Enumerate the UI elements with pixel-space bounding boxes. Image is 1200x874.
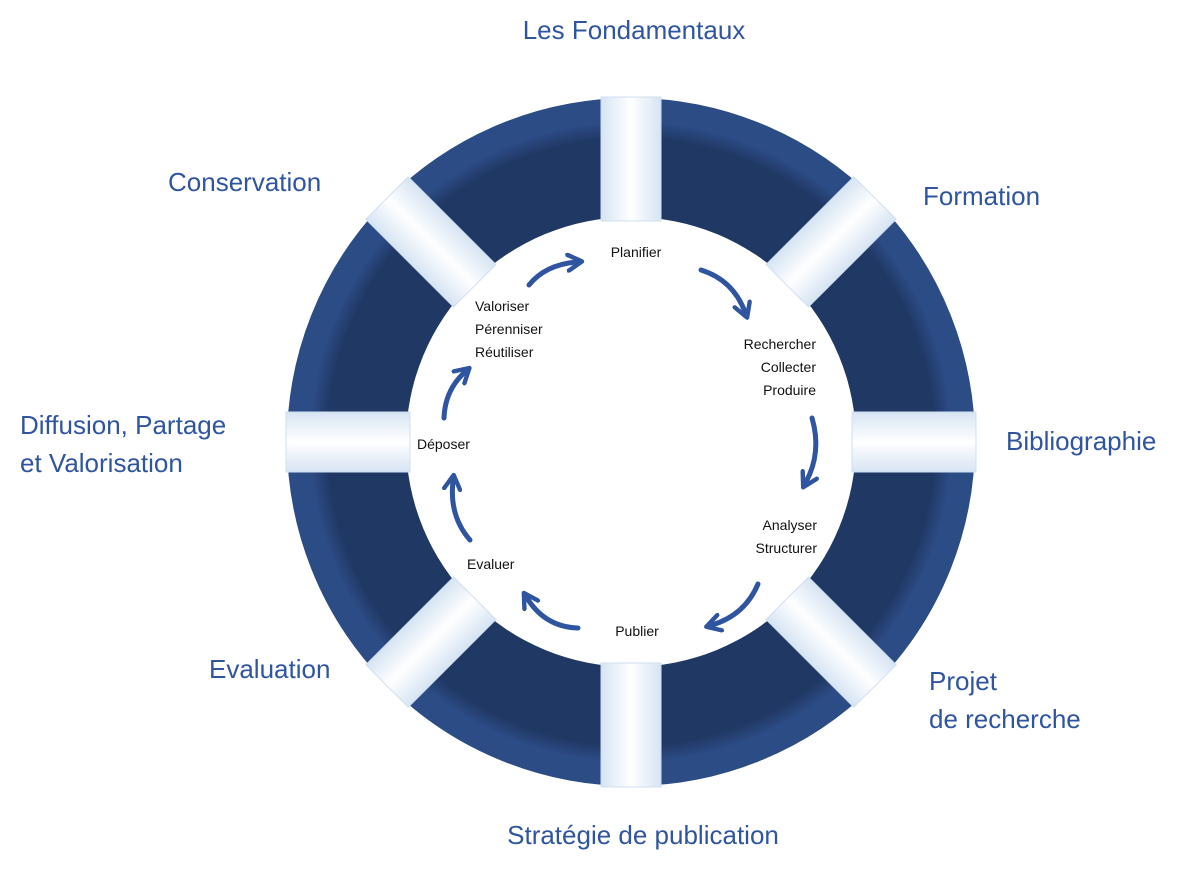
label-formation: Formation bbox=[923, 181, 1041, 211]
label-evaluation: Evaluation bbox=[209, 654, 331, 684]
label-diffusion-partage-valorisation: Diffusion, Partage et Valorisation bbox=[20, 406, 226, 482]
arrow-icon bbox=[712, 581, 761, 625]
step-line: Collecter bbox=[760, 359, 816, 375]
ring-band bbox=[285, 411, 411, 473]
ring-bands bbox=[285, 96, 977, 788]
step-deposer: Déposer bbox=[417, 436, 470, 452]
step-rechercher: Rechercher Collecter Produire bbox=[744, 333, 816, 402]
label-bibliographie: Bibliographie bbox=[1006, 426, 1157, 456]
cycle-arrows bbox=[441, 262, 816, 631]
label-line: de recherche bbox=[929, 704, 1081, 734]
ring-band bbox=[851, 411, 977, 473]
label-strategie-de-publication: Stratégie de publication bbox=[507, 820, 779, 850]
label-conservation: Conservation bbox=[168, 167, 322, 197]
step-line: Analyser bbox=[762, 517, 817, 533]
step-line: Valoriser bbox=[475, 298, 530, 314]
step-publier: Publier bbox=[615, 623, 659, 639]
ring-band bbox=[365, 176, 497, 308]
ring-band bbox=[765, 176, 897, 308]
step-valoriser: Valoriser Pérenniser Réutiliser bbox=[475, 295, 543, 364]
ring-band bbox=[600, 96, 662, 222]
step-line: Structurer bbox=[755, 540, 817, 556]
step-analyser: Analyser Structurer bbox=[756, 514, 817, 560]
arrow-icon bbox=[698, 267, 745, 312]
label-line: Projet bbox=[929, 666, 997, 696]
label-les-fondamentaux: Les Fondamentaux bbox=[522, 15, 746, 45]
step-planifier: Planifier bbox=[610, 244, 662, 260]
step-line: Produire bbox=[763, 382, 816, 398]
arrow-icon bbox=[526, 262, 576, 288]
step-line: Rechercher bbox=[743, 336, 816, 352]
label-line: et Valorisation bbox=[20, 448, 183, 478]
step-line: Réutiliser bbox=[475, 344, 534, 360]
label-projet-de-recherche: Projet de recherche bbox=[929, 662, 1081, 738]
arrow-icon bbox=[441, 372, 465, 421]
ring-band bbox=[600, 662, 662, 788]
step-evaluer: Evaluer bbox=[467, 556, 515, 572]
ring-band bbox=[765, 576, 897, 708]
step-line: Pérenniser bbox=[475, 321, 543, 337]
arrow-icon bbox=[527, 598, 581, 631]
ring-inner-shadow bbox=[406, 217, 856, 667]
label-line: Diffusion, Partage bbox=[20, 410, 227, 440]
arrow-icon bbox=[452, 481, 473, 543]
ring-band bbox=[365, 576, 497, 708]
arrow-icon bbox=[806, 415, 816, 482]
